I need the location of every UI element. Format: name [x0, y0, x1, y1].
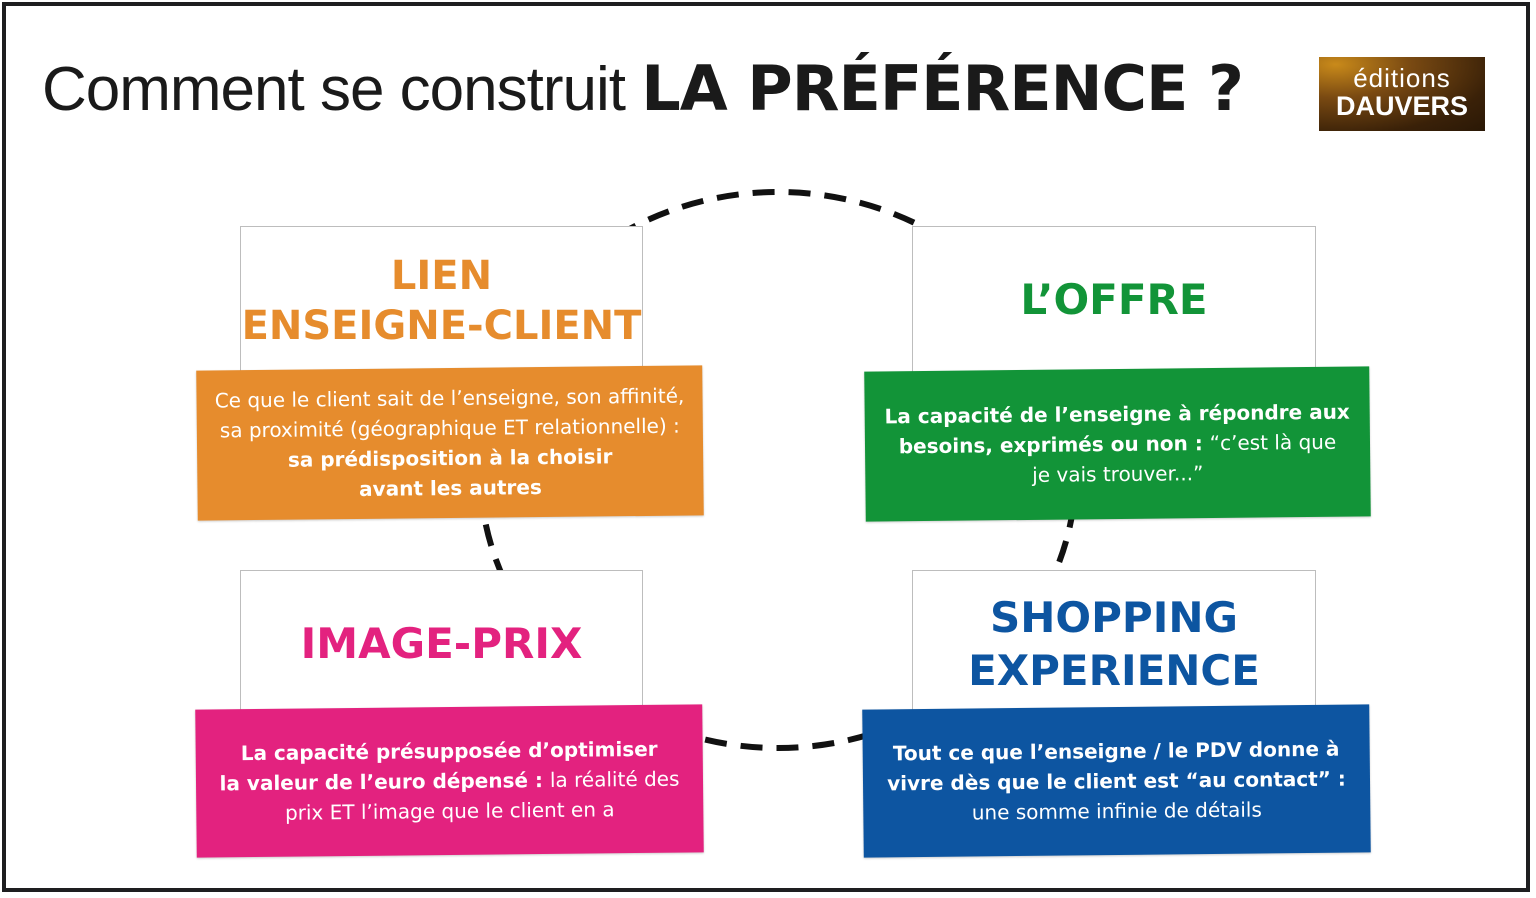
card-title-line: SHOPPING — [990, 593, 1238, 642]
desc-line-bold: besoins, exprimés ou non : — [898, 431, 1210, 459]
card-title-line: IMAGE-PRIX — [300, 619, 583, 669]
title-bold: LA PRÉFÉRENCE ? — [641, 52, 1244, 125]
card-title-line: LIEN — [390, 252, 493, 299]
desc-line: Ce que le client sait de l’enseigne, son… — [214, 383, 685, 413]
card-title-line: ENSEIGNE-CLIENT — [241, 302, 642, 349]
card-lien-enseigne-client: LIEN ENSEIGNE-CLIENT — [240, 226, 643, 375]
desc-line-bold: La capacité de l’enseigne à répondre aux — [884, 399, 1350, 429]
logo-line-1: éditions — [1353, 63, 1451, 93]
card-title-line: L’OFFRE — [1020, 275, 1208, 325]
card-title-line: EXPERIENCE — [968, 645, 1260, 695]
publisher-logo: éditions DAUVERS — [1319, 57, 1485, 131]
desc-shopping-experience: Tout ce que l’enseigne / le PDV donne à … — [862, 704, 1371, 858]
desc-line: une somme infinie de détails — [971, 797, 1262, 825]
desc-image-prix: La capacité présupposée d’optimiser la v… — [195, 704, 704, 858]
desc-lien-enseigne-client: Ce que le client sait de l’enseigne, son… — [196, 365, 704, 521]
desc-line-bold: la valeur de l’euro dépensé : — [219, 767, 551, 796]
desc-line: prix ET l’image que le client en a — [284, 797, 615, 825]
desc-line-bold: avant les autres — [358, 475, 542, 501]
logo-line-2: DAUVERS — [1335, 91, 1469, 121]
card-image-prix: IMAGE-PRIX — [240, 570, 643, 719]
desc-line-bold: sa prédisposition à la choisir — [287, 444, 613, 472]
desc-line-regular: “c’est là que — [1209, 429, 1337, 456]
desc-line-bold: La capacité présupposée d’optimiser — [240, 736, 658, 766]
desc-line-bold: vivre dès que le client est “au contact”… — [887, 766, 1346, 796]
desc-offre: La capacité de l’enseigne à répondre aux… — [864, 366, 1371, 522]
page-title: Comment se construit LA PRÉFÉRENCE ? — [42, 52, 1244, 125]
desc-line: je vais trouver...” — [1032, 461, 1204, 487]
desc-line-regular: la réalité des — [549, 766, 680, 792]
title-light: Comment se construit — [42, 55, 642, 124]
card-offre: L’OFFRE — [912, 226, 1316, 375]
card-shopping-experience: SHOPPING EXPERIENCE — [912, 570, 1316, 719]
desc-line: sa proximité (géographique ET relationne… — [219, 413, 680, 443]
desc-line-bold: Tout ce que l’enseigne / le PDV donne à — [892, 736, 1340, 766]
